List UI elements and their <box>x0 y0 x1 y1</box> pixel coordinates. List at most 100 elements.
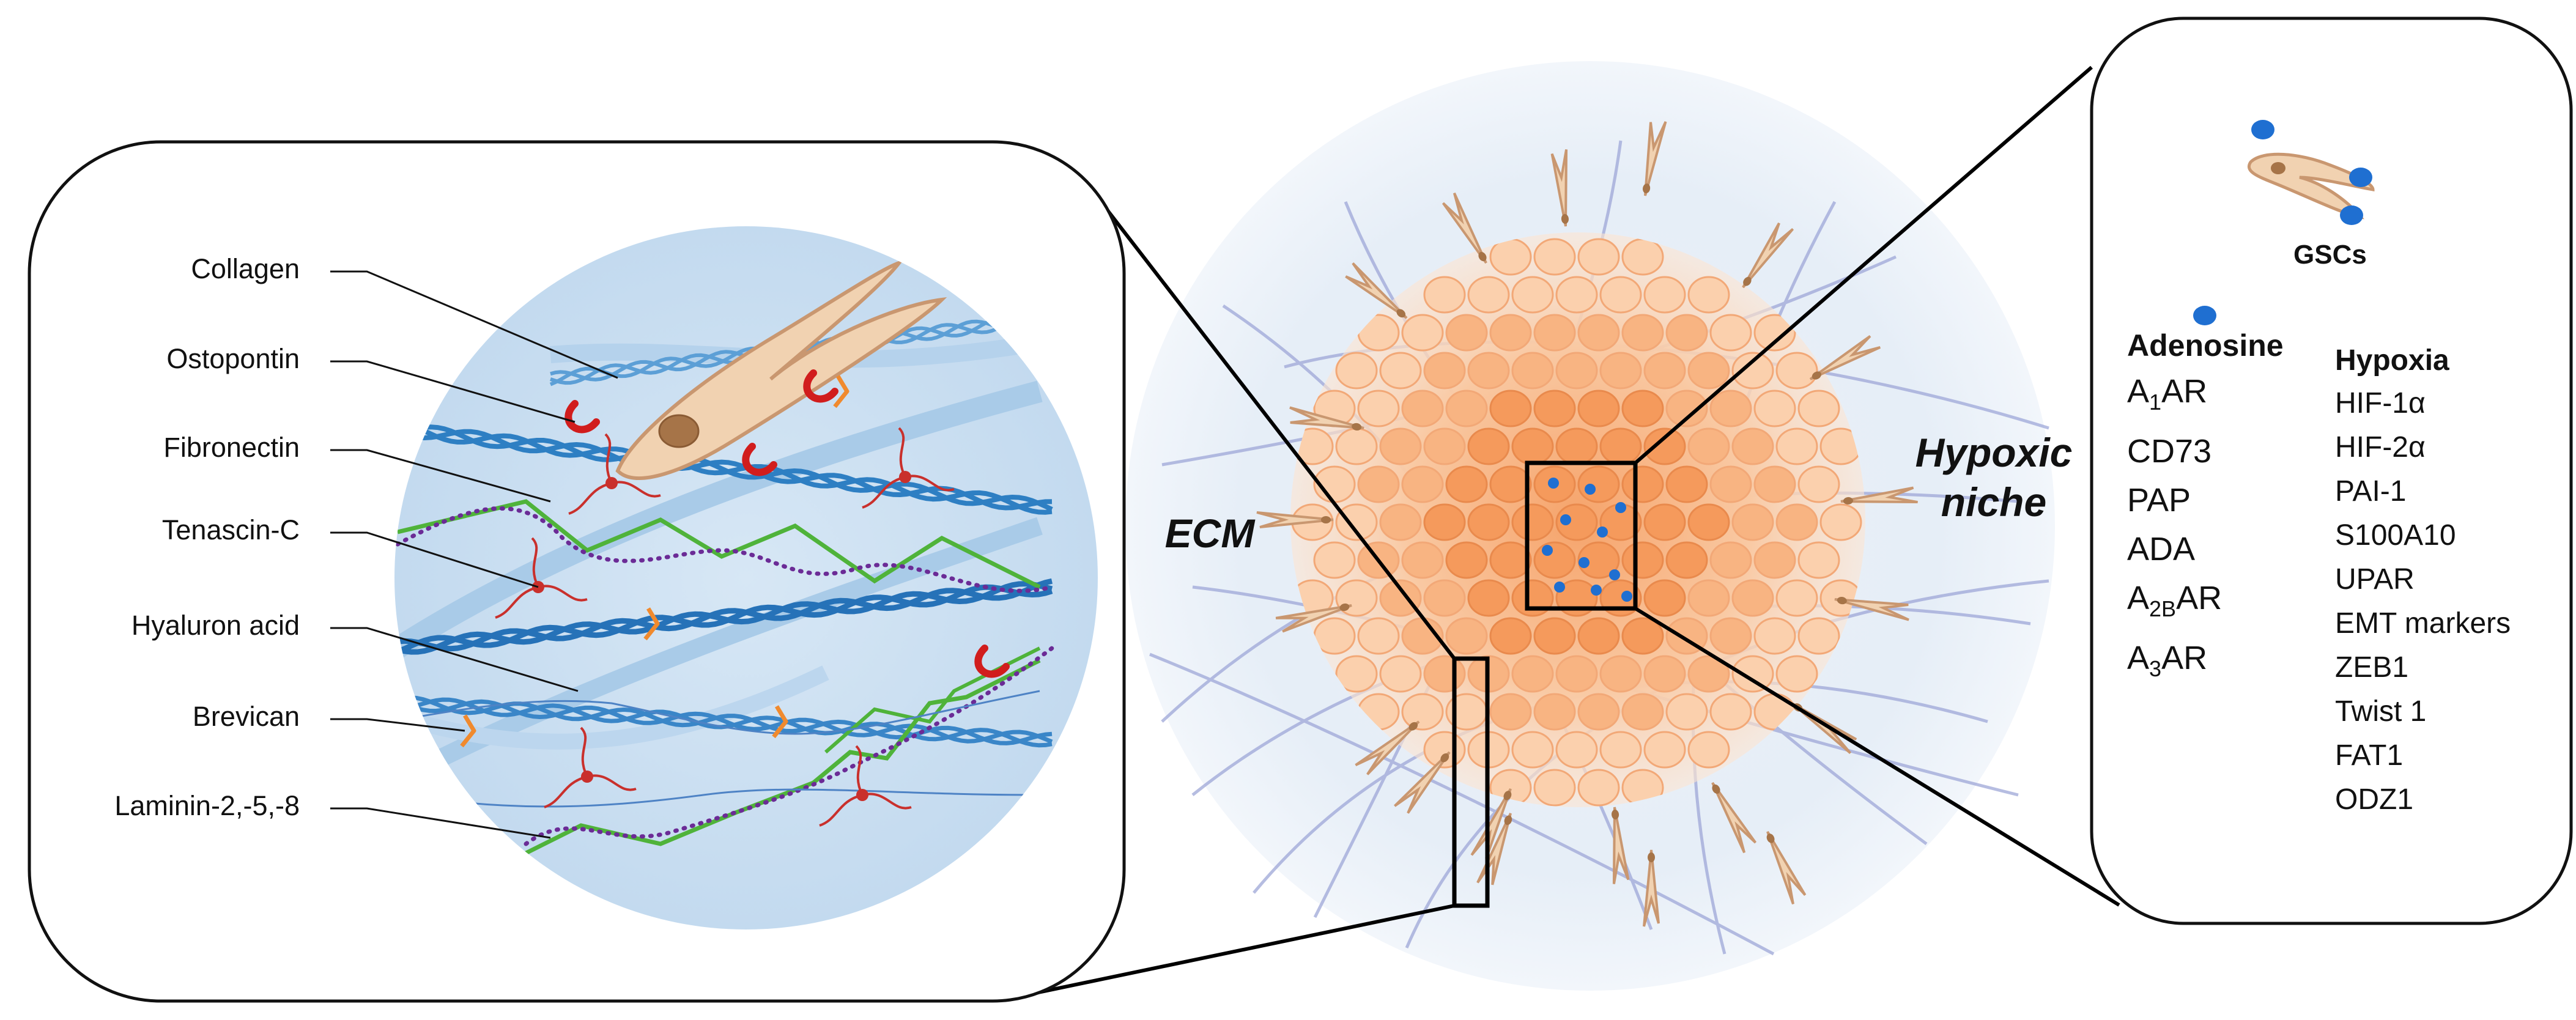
tumor-cell <box>1423 731 1466 769</box>
brevican <box>643 607 660 641</box>
ecm-inset-box <box>1452 656 1490 908</box>
tumor-cell <box>1467 503 1510 541</box>
brevican <box>460 714 476 748</box>
tumor-cell <box>1423 276 1466 314</box>
adenosine-dots <box>2193 120 2372 325</box>
tumor-cell <box>1533 617 1576 655</box>
tumor-cell <box>1753 314 1796 352</box>
tumor-cell <box>1753 465 1796 503</box>
tumor-cell <box>1775 503 1818 541</box>
tumor-cell <box>1489 238 1532 276</box>
osteopontin <box>803 369 838 403</box>
tumor-cell <box>1533 541 1576 579</box>
tumor-cell <box>1511 427 1554 465</box>
tumor-cell <box>1599 731 1642 769</box>
tumor-cell <box>1577 541 1620 579</box>
tenascin-c <box>819 745 912 827</box>
adenosine-dot <box>1560 514 1571 525</box>
adenosine-item: A1AR <box>2127 367 2284 427</box>
tumor-cell <box>1379 655 1422 693</box>
tumor-cell <box>1533 238 1576 276</box>
gsc-spindle <box>1766 830 1807 905</box>
tumor-cell <box>1511 731 1554 769</box>
tumor-cell <box>1709 541 1752 579</box>
tumor-cell <box>1753 390 1796 427</box>
tumor-cell <box>1643 276 1686 314</box>
adenosine-item-subscript: 2B <box>2149 596 2177 621</box>
label-hypoxic: Hypoxic <box>1915 430 2073 475</box>
gsc-spindle <box>1355 720 1420 775</box>
tumor-cell <box>1797 390 1840 427</box>
tumor-cell <box>1533 693 1576 731</box>
tumor-cell <box>1335 503 1378 541</box>
label-hypoxic-niche: Hypoxic niche <box>1908 428 2079 527</box>
tumor-cell <box>1643 579 1686 617</box>
adenosine-dot <box>1621 591 1632 602</box>
tumor-cell <box>1467 579 1510 617</box>
tenascin-c <box>495 537 588 619</box>
tumor-cell <box>1621 465 1664 503</box>
tumor-cell <box>1621 693 1664 731</box>
tumor-cell <box>1577 238 1620 276</box>
adenosine-item: A3AR <box>2127 634 2284 693</box>
gsc-spindle <box>1470 788 1512 859</box>
tumor-cell <box>1401 465 1444 503</box>
tumor-cell <box>1665 314 1708 352</box>
tumor-cell <box>1643 655 1686 693</box>
tumor-spheroid <box>1256 121 1918 927</box>
tumor-cell <box>1423 579 1466 617</box>
gsc-spindle <box>1643 849 1660 927</box>
tumor-cell <box>1445 465 1488 503</box>
hypoxia-item: HIF-1α <box>2335 387 2426 419</box>
tumor-cell <box>1687 655 1730 693</box>
tumor-cell <box>1687 503 1730 541</box>
gsc-spindle <box>1442 192 1487 264</box>
adenosine-dot <box>1542 545 1553 556</box>
fibronectin-strand <box>397 499 1041 589</box>
tumor-cell <box>1379 503 1422 541</box>
tumor-cell <box>1379 579 1422 617</box>
tumor-cell <box>1577 769 1620 807</box>
tumor-cell <box>1511 655 1554 693</box>
tumor-cell <box>1775 655 1818 693</box>
adenosine-item-suffix: AR <box>2161 639 2208 676</box>
gsc-spindle <box>1742 222 1794 289</box>
tumor-cell <box>1489 693 1532 731</box>
tumor-cell <box>1709 617 1752 655</box>
laminin-strand <box>524 646 1054 846</box>
adenosine-item: CD73 <box>2127 427 2284 476</box>
tumor-cell <box>1423 427 1466 465</box>
tumor-cell <box>1445 617 1488 655</box>
tumor-cell <box>1445 541 1488 579</box>
hypoxic-zoom-panel <box>2090 17 2573 925</box>
tumor-cell <box>1665 693 1708 731</box>
gsc-spindle <box>1345 262 1408 319</box>
adenosine-item-base: A <box>2127 579 2150 616</box>
gsc-cell-small <box>2248 152 2375 220</box>
collagen-helix <box>394 578 1053 656</box>
tumor-cell <box>1467 427 1510 465</box>
brevican <box>833 375 849 408</box>
tumor-cell <box>1643 427 1686 465</box>
tumor-cell <box>1401 541 1444 579</box>
label-hyaluron-acid: Hyaluron acid <box>131 610 300 641</box>
tumor-cell <box>1731 503 1774 541</box>
tumor-cell <box>1423 503 1466 541</box>
tumor-cell <box>1687 427 1730 465</box>
tumor-cell <box>1665 541 1708 579</box>
tumor-cell <box>1335 427 1378 465</box>
gsc-spindle <box>1809 334 1881 380</box>
tumor-cell <box>1577 390 1620 427</box>
tumor-cell <box>1357 390 1400 427</box>
hypoxia-item: UPAR <box>2335 563 2415 596</box>
tumor-cell <box>1731 655 1774 693</box>
adenosine-item: ADA <box>2127 525 2284 574</box>
tumor-cell <box>1423 352 1466 390</box>
osteopontin <box>974 645 1010 678</box>
invading-gsc-cells <box>1256 121 1918 927</box>
tumor-cell <box>1511 503 1554 541</box>
